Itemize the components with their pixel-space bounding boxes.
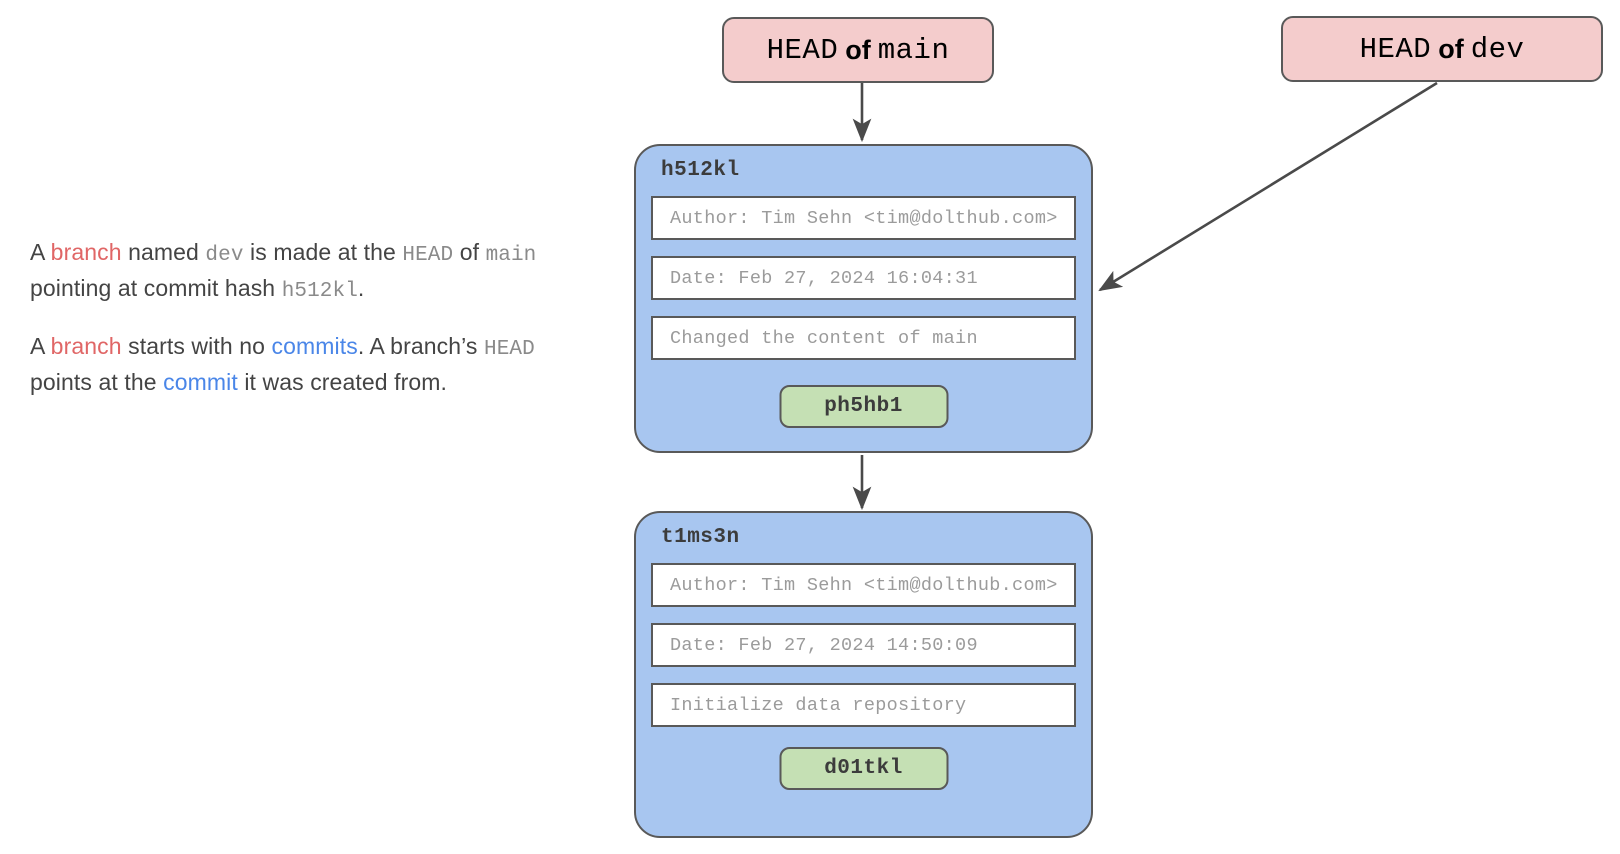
parent-commit-chip[interactable]: ph5hb1 <box>779 385 948 428</box>
text-segment: A <box>30 239 51 265</box>
head-connector: of <box>1438 33 1464 64</box>
text-segment: . <box>357 275 365 301</box>
text-segment: it was created from. <box>237 369 447 395</box>
text-segment: of <box>453 239 486 265</box>
text-segment: pointing at commit hash <box>30 275 282 301</box>
text-segment: . A branch’s <box>357 333 484 359</box>
explanation-paragraph-1: A branch named dev is made at the HEAD o… <box>30 236 590 308</box>
head-branch-name: dev <box>1470 32 1525 66</box>
parent-commit-chip[interactable]: d01tkl <box>779 747 948 790</box>
commit-date-field: Date: Feb 27, 2024 16:04:31 <box>651 256 1076 300</box>
commit-fields: Author: Tim Sehn <tim@dolthub.com> Date:… <box>651 196 1076 360</box>
commit-author-field: Author: Tim Sehn <tim@dolthub.com> <box>651 196 1076 240</box>
keyword-branch: branch <box>50 333 122 359</box>
head-label: HEAD <box>766 33 839 67</box>
mono-hash: h512kl <box>281 280 358 303</box>
commit-message-field: Changed the content of main <box>651 316 1076 360</box>
arrow-head-dev-to-commit <box>1098 81 1438 292</box>
commit-card[interactable]: h512kl Author: Tim Sehn <tim@dolthub.com… <box>634 144 1093 453</box>
commit-fields: Author: Tim Sehn <tim@dolthub.com> Date:… <box>651 563 1076 727</box>
text-segment: is made at the <box>243 239 403 265</box>
head-connector: of <box>845 34 871 65</box>
explanation-paragraph-2: A branch starts with no commits. A branc… <box>30 330 590 399</box>
mono-head: HEAD <box>402 244 454 267</box>
commit-message-field: Initialize data repository <box>651 683 1076 727</box>
text-segment: named <box>121 239 206 265</box>
text-segment: A <box>30 333 51 359</box>
commit-card[interactable]: t1ms3n Author: Tim Sehn <tim@dolthub.com… <box>634 511 1093 838</box>
keyword-branch: branch <box>50 239 122 265</box>
commit-date-field: Date: Feb 27, 2024 14:50:09 <box>651 623 1076 667</box>
commit-author-field: Author: Tim Sehn <tim@dolthub.com> <box>651 563 1076 607</box>
keyword-commits: commits <box>271 333 358 359</box>
mono-main: main <box>485 244 537 267</box>
commit-hash: h512kl <box>661 159 740 182</box>
keyword-commit: commit <box>163 369 238 395</box>
text-segment: starts with no <box>121 333 272 359</box>
explanation-text: A branch named dev is made at the HEAD o… <box>30 236 590 399</box>
head-label: HEAD <box>1359 32 1432 66</box>
mono-head: HEAD <box>484 338 535 361</box>
text-segment: points at the <box>30 369 164 395</box>
mono-dev: dev <box>205 244 244 267</box>
head-branch-name: main <box>877 33 950 67</box>
commit-hash: t1ms3n <box>661 526 740 549</box>
